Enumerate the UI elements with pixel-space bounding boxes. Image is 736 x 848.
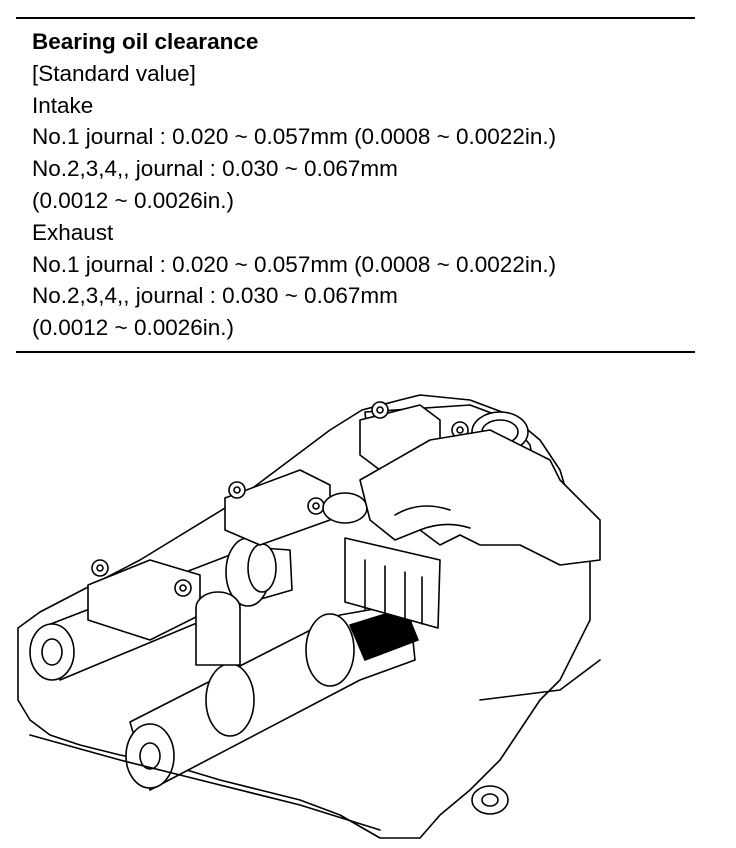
top-rule bbox=[16, 17, 695, 19]
intake-no234-journal: No.2,3,4,, journal : 0.030 ~ 0.067mm bbox=[32, 156, 398, 182]
intake-heading: Intake bbox=[32, 92, 94, 118]
standard-value-label: [Standard value] bbox=[32, 60, 196, 86]
intake-no234-journal-inches: (0.0012 ~ 0.0026in.) bbox=[32, 187, 235, 213]
intake-no1-journal: No.1 journal : 0.020 ~ 0.057mm (0.0008 ~… bbox=[32, 124, 557, 150]
spec-title: Bearing oil clearance bbox=[32, 29, 259, 54]
hand bbox=[359, 429, 601, 566]
exhaust-no234-journal-inches: (0.0012 ~ 0.0026in.) bbox=[32, 315, 235, 341]
spec-block: Bearing oil clearance [Standard value] I… bbox=[32, 26, 712, 344]
cap-bolts bbox=[91, 401, 469, 597]
bearing-cap-mid bbox=[224, 469, 331, 546]
bottom-rule bbox=[16, 351, 695, 353]
journal-bore-mid bbox=[322, 492, 368, 524]
plastigage-scale-card bbox=[344, 537, 441, 629]
camshaft-measurement-illustration bbox=[17, 394, 601, 839]
exhaust-no1-journal: No.1 journal : 0.020 ~ 0.057mm (0.0008 ~… bbox=[32, 251, 557, 277]
exhaust-heading: Exhaust bbox=[32, 219, 114, 245]
exhaust-cam-lobe-1 bbox=[205, 663, 255, 737]
exhaust-cam-lobe-2 bbox=[305, 613, 355, 687]
exhaust-no234-journal: No.2,3,4,, journal : 0.030 ~ 0.067mm bbox=[32, 283, 398, 309]
